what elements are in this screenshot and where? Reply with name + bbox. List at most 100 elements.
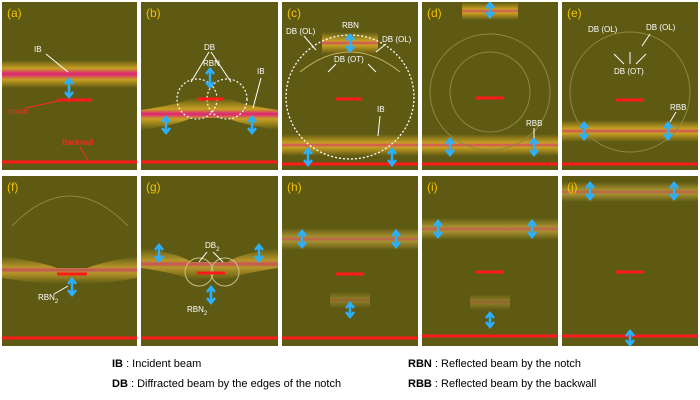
panel-label: (f) [7, 180, 19, 194]
arrow-icon [433, 218, 443, 240]
wavefront [429, 33, 551, 151]
panel-c-field: DB (OL) RBN DB (OL) DB (OT) IB [282, 21, 418, 168]
arrow-icon [303, 146, 313, 168]
diffracted-beam [562, 182, 698, 202]
arrow-icon [161, 114, 171, 136]
arrow-icon [527, 218, 537, 240]
rbn-label: RBN [342, 21, 359, 30]
pointer-line [25, 100, 59, 109]
legend-ib: IB : Incident beam [112, 358, 201, 370]
panel-h-field [282, 228, 418, 340]
panel-g-field: DB2 RBN2 [141, 241, 278, 340]
panel-i: (i) [422, 176, 558, 346]
wavefront [449, 51, 531, 133]
panel-e: DB (OL) DB (OL) DB (OT) RBB (e) [562, 2, 698, 170]
ib-label: IB [34, 45, 42, 54]
panel-label: (i) [427, 180, 438, 194]
backwall-label: Backwall [62, 138, 94, 147]
legend-abbr: RBB [408, 378, 432, 390]
diffracted-beam [2, 256, 137, 284]
arrow-icon [585, 180, 595, 202]
panel-a: IB notch Backwall (a) [2, 2, 137, 170]
arrow-icon [445, 136, 455, 158]
reflected-beam [470, 294, 510, 310]
arrow-icon [579, 120, 589, 142]
rbb-label: RBB [670, 103, 686, 112]
rbn-label: RBN [203, 59, 220, 68]
notch-label: notch [8, 107, 28, 116]
panel-f-field: RBN2 [2, 195, 137, 340]
reflected-beam [330, 292, 370, 308]
panel-b-field: DB RBN IB [141, 43, 278, 164]
legend-abbr: RBN [408, 358, 432, 370]
pointer-line [669, 111, 677, 123]
panel-label: (g) [146, 180, 161, 194]
arrow-icon [247, 114, 257, 136]
panel-a-field: IB notch Backwall [2, 45, 137, 164]
arrow-icon [387, 146, 397, 168]
db-ot-label: DB (OT) [614, 67, 644, 76]
arrow-icon [625, 328, 635, 346]
reflected-beam [562, 120, 698, 142]
pointer-line [327, 63, 337, 73]
panel-g: DB2 RBN2 (g) [141, 176, 278, 346]
panel-d: RBB (d) [422, 2, 558, 170]
legend-abbr: DB [112, 378, 128, 390]
pointer-line [377, 115, 381, 137]
pointer-line [641, 33, 651, 47]
arrow-icon [485, 310, 495, 330]
panel-label: (j) [567, 180, 578, 194]
diffracted-beam [422, 218, 558, 240]
panel-b: DB RBN IB (b) [141, 2, 278, 170]
legend-rbn: RBN : Reflected beam by the notch [408, 358, 581, 370]
rbn2-label: RBN2 [38, 293, 59, 305]
db-ol-right-label: DB (OL) [382, 35, 412, 44]
panel-h: (h) [282, 176, 418, 346]
legend-abbr: IB [112, 358, 123, 370]
arrow-icon [206, 284, 216, 306]
pointer-line [53, 285, 69, 295]
pointer-line [375, 43, 387, 53]
panel-e-field: DB (OL) DB (OL) DB (OT) RBB [562, 23, 698, 166]
incident-beam [282, 134, 418, 156]
arrow-icon [663, 120, 673, 142]
db-ol-right-label: DB (OL) [646, 23, 676, 32]
pointer-line [613, 53, 625, 65]
ib-label: IB [257, 67, 265, 76]
arrow-icon [64, 76, 74, 100]
panel-label: (a) [7, 6, 22, 20]
pointer-line [45, 53, 69, 73]
db-label: DB [204, 43, 215, 52]
reflected-beam [422, 134, 558, 156]
legend-db: DB : Diffracted beam by the edges of the… [112, 378, 341, 390]
arrow-icon [205, 66, 215, 90]
rbn2-label: RBN2 [187, 305, 208, 317]
pointer-line [635, 53, 647, 65]
db-ol-left-label: DB (OL) [588, 25, 618, 34]
arrow-icon [529, 136, 539, 158]
pointer-line [252, 77, 262, 109]
panel-c: DB (OL) RBN DB (OL) DB (OT) IB (c) [282, 2, 418, 170]
ib-label: IB [377, 105, 385, 114]
diffraction-circle [206, 78, 248, 120]
pointer-line [198, 251, 208, 263]
diffracted-beam [282, 228, 418, 250]
arrow-icon [254, 242, 264, 264]
arrow-icon [669, 180, 679, 202]
arrow-icon [67, 276, 77, 298]
arrow-icon [297, 228, 307, 250]
panel-j-field [562, 180, 698, 346]
legend-rbb: RBB : Reflected beam by the backwall [408, 378, 596, 390]
db2-label: DB2 [205, 241, 220, 253]
panel-label: (e) [567, 6, 582, 20]
pointer-line [79, 146, 89, 161]
panel-label: (b) [146, 6, 161, 20]
legend-text: : Reflected beam by the notch [434, 358, 582, 370]
panel-label: (d) [427, 6, 442, 20]
panel-label: (h) [287, 180, 302, 194]
arrow-icon [345, 32, 355, 54]
arrow-icon [391, 228, 401, 250]
rbb-label: RBB [526, 119, 542, 128]
arrow-icon [485, 2, 495, 20]
pointer-line [190, 51, 210, 83]
